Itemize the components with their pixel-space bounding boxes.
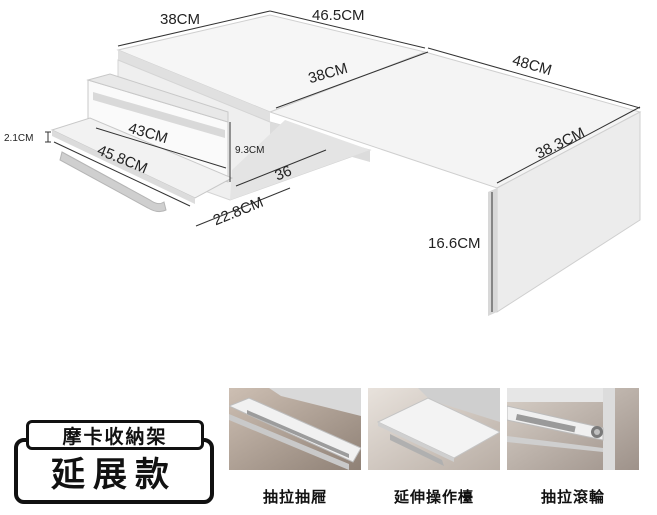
dimension-label-tray-thickness: 2.1CM xyxy=(4,133,34,144)
product-badge: 延展款 摩卡收納架 xyxy=(14,420,214,504)
dimension-label-leg-height: 16.6CM xyxy=(428,235,481,252)
dimension-label-top-span: 46.5CM xyxy=(312,7,365,24)
extension-tray-photo xyxy=(368,388,500,470)
drawer-photo xyxy=(229,388,361,470)
badge-title: 摩卡收納架 xyxy=(26,420,204,450)
dimension-label-drawer-height: 9.3CM xyxy=(235,145,265,156)
feature-label-extension-tray: 延伸操作檯 xyxy=(393,488,474,506)
shelf-illustration xyxy=(45,10,642,316)
roller-rail-photo xyxy=(507,388,639,470)
feature-label-roller-rail: 抽拉滾輪 xyxy=(540,488,605,506)
feature-label-drawer: 抽拉抽屜 xyxy=(262,488,327,506)
dimension-label-top-left: 38CM xyxy=(160,11,201,28)
